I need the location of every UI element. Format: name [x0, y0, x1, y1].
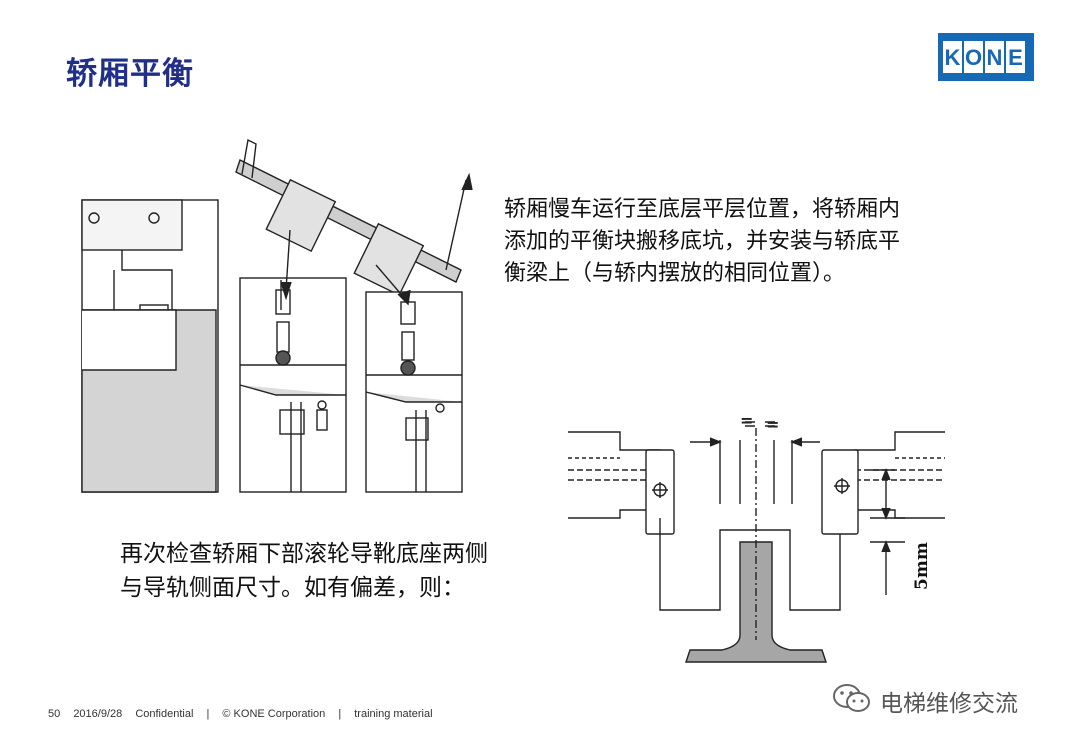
- instruction-text-2: 再次检查轿厢下部滚轮导靴底座两侧 与导轨侧面尺寸。如有偏差，则：: [120, 541, 488, 601]
- footer-separator: |: [338, 708, 342, 720]
- watermark-text: 电梯维修交流: [880, 691, 1018, 717]
- logo-letter-e: E: [1008, 45, 1023, 70]
- instruction-text-1: 轿厢慢车运行至底层平层位置，将轿厢内 添加的平衡块搬移底坑，并安装与轿底平 衡梁…: [504, 197, 901, 286]
- footer-material: training material: [354, 708, 433, 720]
- logo-letter-k: K: [945, 45, 961, 70]
- kone-logo: K O N E: [938, 33, 1034, 81]
- footer-date: 2016/9/28: [73, 708, 123, 720]
- equal-mark-right: =: [766, 415, 779, 434]
- logo-letter-n: N: [987, 45, 1003, 70]
- wechat-icon: [833, 684, 870, 712]
- slide-title: 轿厢平衡: [66, 56, 194, 92]
- footer-copyright: © KONE Corporation: [222, 708, 326, 720]
- dimension-5mm: 5mm: [912, 542, 932, 590]
- counterweight-illustration: [81, 138, 473, 493]
- slide-footer: 50 2016/9/28 Confidential | © KONE Corpo…: [48, 708, 443, 720]
- logo-letter-o: O: [965, 45, 982, 70]
- footer-confidential: Confidential: [135, 708, 194, 720]
- equal-mark-left: =: [740, 411, 753, 430]
- guide-shoe-diagram: = = 5mm: [568, 411, 945, 663]
- footer-separator: |: [206, 708, 210, 720]
- page-number: 50: [48, 708, 61, 720]
